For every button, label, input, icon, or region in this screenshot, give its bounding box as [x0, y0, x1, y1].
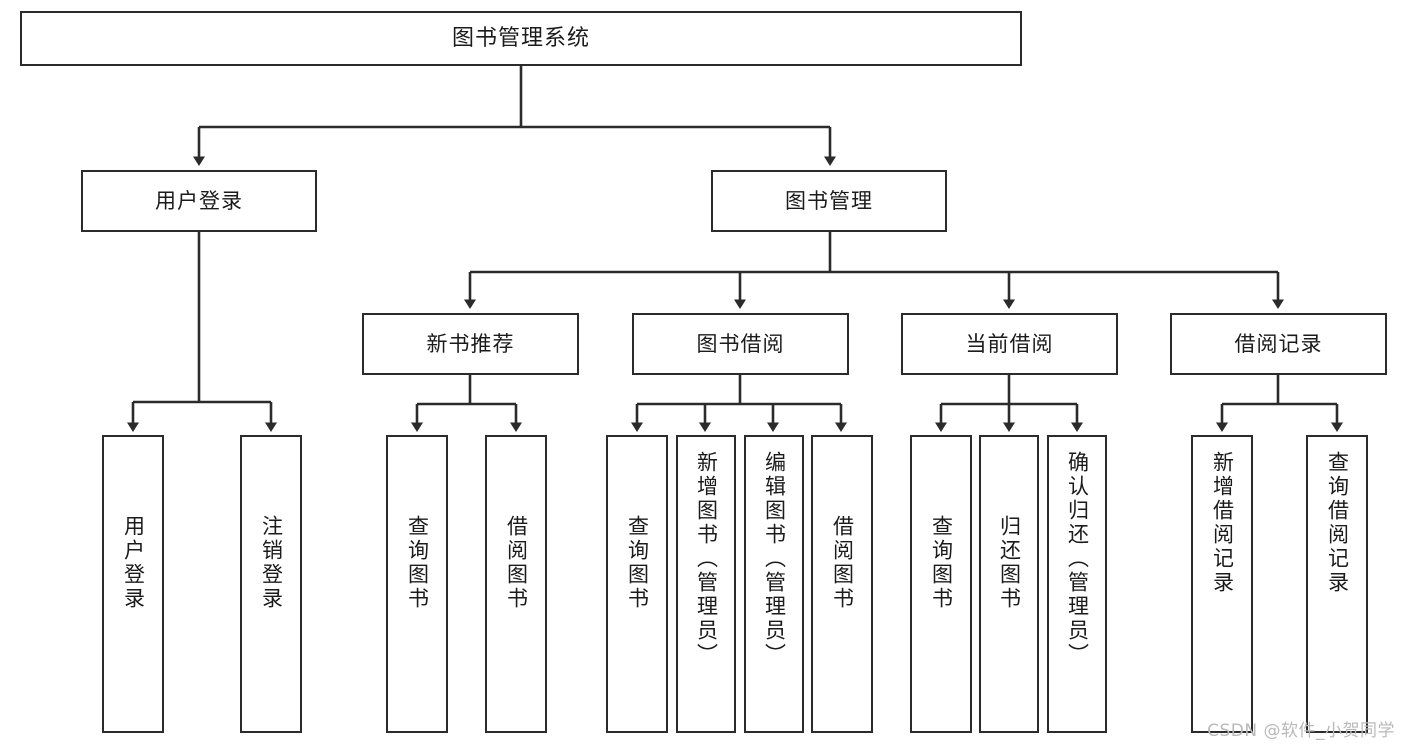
node-label: 借阅图书 — [830, 515, 855, 611]
node-label: 图书管理系统 — [451, 25, 590, 51]
node-label: 新增借阅记录 — [1210, 451, 1235, 595]
node-borrow-record[interactable]: 借阅记录 — [1170, 313, 1387, 375]
node-label: 新书推荐 — [426, 331, 515, 356]
leaf-borrow-query-book[interactable]: 查询图书 — [606, 435, 668, 733]
leaf-user-login-login[interactable]: 用户登录 — [102, 435, 164, 733]
node-label: 归还图书 — [997, 515, 1022, 611]
leaf-recommend-borrow-book[interactable]: 借阅图书 — [485, 435, 547, 733]
leaf-user-login-logout[interactable]: 注销登录 — [240, 435, 302, 733]
leaf-borrow-add-book-admin[interactable]: 新增图书（管理员） — [676, 435, 736, 733]
leaf-recommend-query-book[interactable]: 查询图书 — [386, 435, 448, 733]
node-root-system[interactable]: 图书管理系统 — [20, 11, 1022, 66]
node-label: 编辑图书（管理员） — [762, 451, 787, 667]
node-label: 查询借阅记录 — [1325, 451, 1350, 595]
node-label: 借阅图书 — [504, 515, 529, 611]
node-label: 借阅记录 — [1234, 331, 1323, 356]
node-label: 注销登录 — [259, 515, 284, 611]
node-label: 查询图书 — [929, 515, 954, 611]
leaf-current-return-book[interactable]: 归还图书 — [979, 435, 1039, 733]
node-label: 用户登录 — [121, 515, 146, 611]
node-label: 新增图书（管理员） — [694, 451, 719, 667]
node-user-login[interactable]: 用户登录 — [81, 170, 317, 232]
leaf-record-add-record[interactable]: 新增借阅记录 — [1191, 435, 1253, 733]
node-label: 用户登录 — [155, 188, 243, 213]
watermark-text: CSDN @软件_小贺同学 — [1207, 721, 1395, 741]
leaf-borrow-edit-book-admin[interactable]: 编辑图书（管理员） — [744, 435, 804, 733]
node-book-management[interactable]: 图书管理 — [711, 170, 947, 232]
leaf-record-query-record[interactable]: 查询借阅记录 — [1306, 435, 1368, 733]
leaf-current-confirm-return-admin[interactable]: 确认归还（管理员） — [1047, 435, 1107, 733]
node-book-borrow[interactable]: 图书借阅 — [632, 313, 849, 375]
node-new-book-recommend[interactable]: 新书推荐 — [362, 313, 579, 375]
node-label: 查询图书 — [625, 515, 650, 611]
node-label: 确认归还（管理员） — [1065, 451, 1090, 667]
node-label: 查询图书 — [405, 515, 430, 611]
node-label: 图书管理 — [785, 188, 873, 213]
node-label: 图书借阅 — [696, 331, 785, 356]
node-current-borrow[interactable]: 当前借阅 — [901, 313, 1118, 375]
node-label: 当前借阅 — [965, 331, 1054, 356]
leaf-borrow-borrow-book[interactable]: 借阅图书 — [811, 435, 873, 733]
leaf-current-query-book[interactable]: 查询图书 — [910, 435, 972, 733]
